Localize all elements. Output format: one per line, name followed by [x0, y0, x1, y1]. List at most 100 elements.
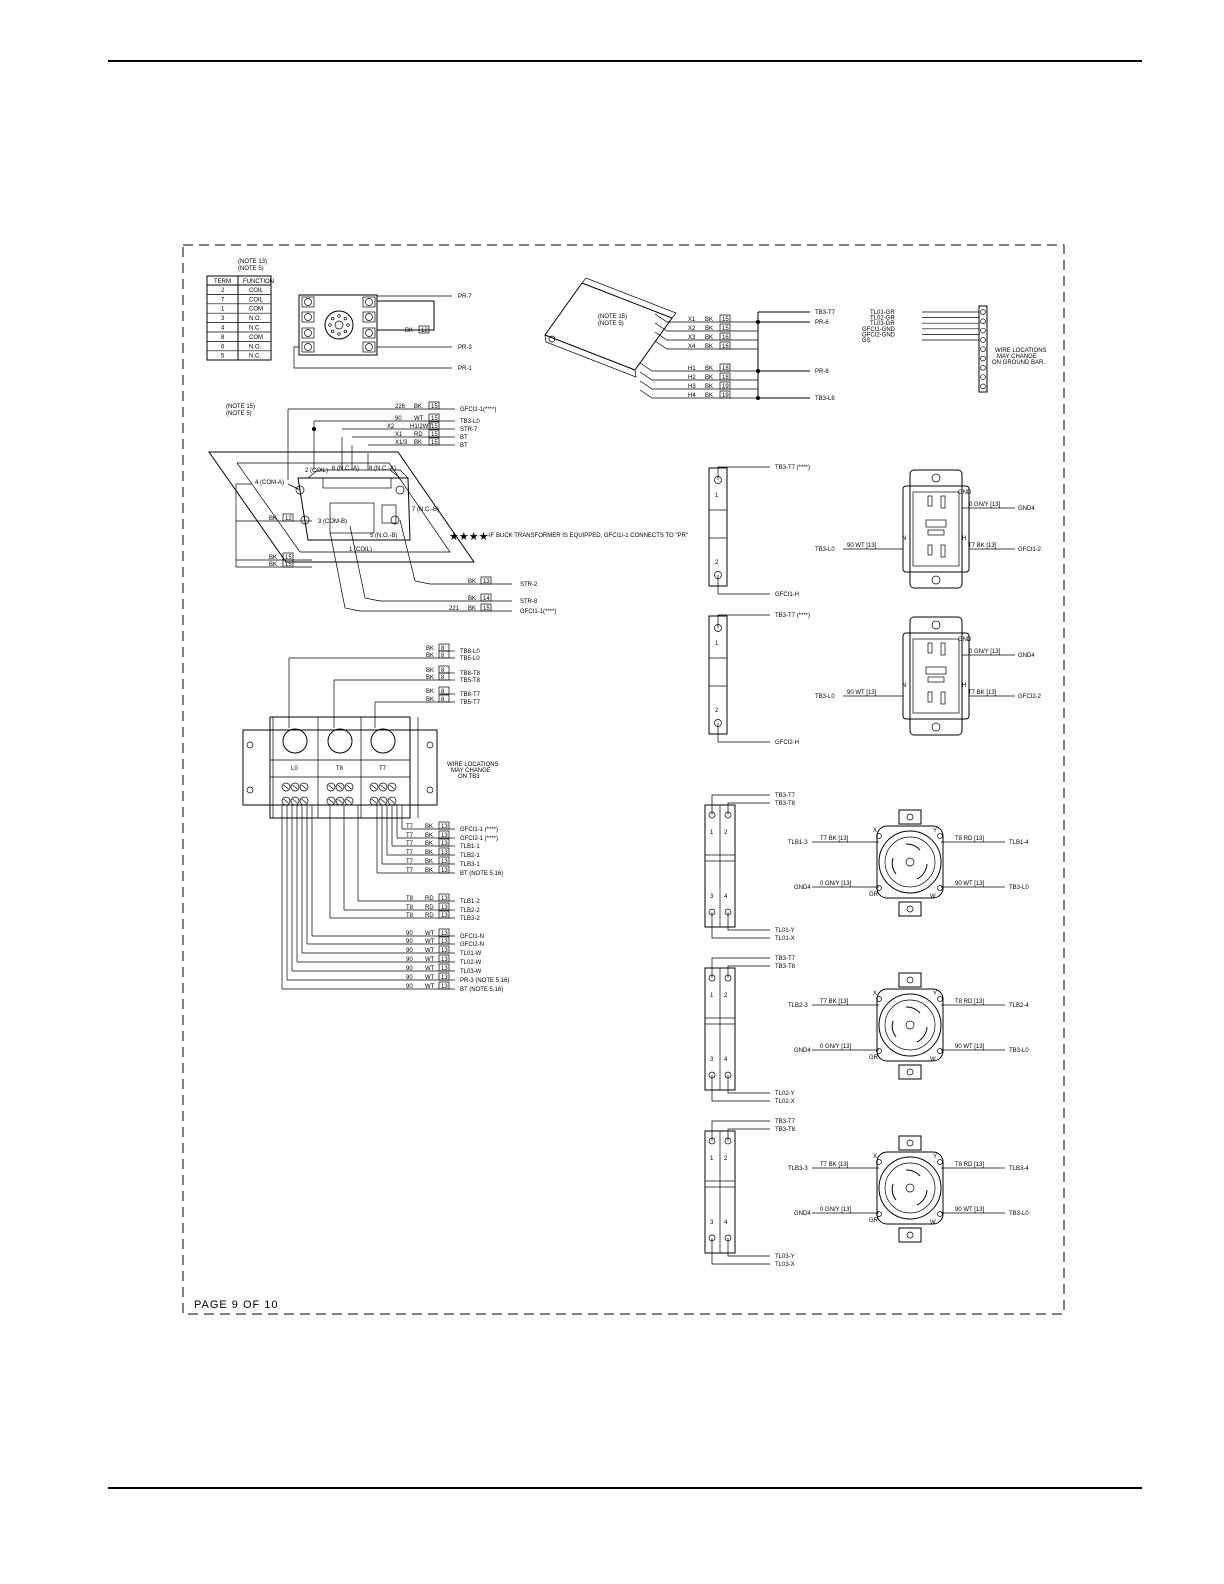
tb-wire-dest: GFCI2-N	[460, 942, 484, 948]
wire-tag: 19	[722, 384, 729, 390]
transformer-terminal: X3	[688, 335, 696, 341]
transformer-dest-tb3t7: TB3-T7	[815, 310, 836, 316]
wire-tag: 15	[285, 562, 292, 568]
tb-wire-number: 90	[406, 966, 413, 972]
tb-note-1: WIRE LOCATIONS	[447, 762, 499, 768]
transformer-wire-color: BK	[705, 375, 713, 381]
wire-tag: 8	[441, 697, 445, 703]
transformer-note-2: (NOTE 5)	[598, 321, 624, 327]
transformer-wire-color: BK	[705, 326, 713, 332]
tb-wire-dest: TL03-W	[460, 969, 482, 975]
tb-lug-label: T7	[379, 766, 387, 772]
relay-wire-color: BK	[468, 606, 476, 612]
transformer-wire-color: BK	[705, 384, 713, 390]
transformer-dest-pr8: PR-8	[815, 369, 829, 375]
relay-wire-color: BK	[414, 440, 422, 446]
tb-wire-number: T8	[406, 896, 414, 902]
wire-tag: 13	[441, 948, 448, 954]
breaker-pole: 4	[724, 894, 728, 900]
twistlock-right-dest: TLB1-4	[1009, 840, 1029, 846]
ground-bar-label: GS	[862, 338, 871, 344]
tb-wire-color: BK	[426, 675, 434, 681]
tb-wire-number: T8	[406, 905, 414, 911]
relay-base: PR-7 PR-3 PR-1 BK 12	[293, 294, 472, 372]
breaker-top-label: TB3-T7	[775, 793, 796, 799]
table-cell-term: 6	[221, 344, 225, 350]
tb-wire-dest: TB8-T8	[460, 671, 481, 677]
gfci-gnd-wire: 0 GN/Y [13]	[969, 649, 1001, 655]
gfci-left-wire: 90 WT [13]	[847, 690, 877, 696]
transformer-terminal: X1	[688, 317, 696, 323]
twistlock-y-label: Y	[933, 1154, 937, 1160]
relay-wire-number: X2	[387, 424, 395, 430]
twistlock-neutral-dest: TB3-L0	[1009, 1048, 1029, 1054]
tb-wire-dest: GFCI1-N	[460, 934, 484, 940]
ground-bar-label: TL03-GR	[870, 321, 895, 327]
tb-wire-dest: TL01-W	[460, 951, 482, 957]
breaker-top-label: TB3-T7	[775, 956, 796, 962]
transformer-terminal: H1	[688, 366, 696, 372]
tb-wire-number: 90	[406, 931, 413, 937]
breaker-pole: 2	[715, 708, 719, 714]
wire-tag: 15	[431, 404, 438, 410]
relay-wire-color: BK	[414, 404, 422, 410]
relay-terminal-label: 7 (N.C.-B)	[412, 507, 439, 513]
relay-wire-dest: STR-8	[520, 599, 538, 605]
wire-tag: 15	[431, 416, 438, 422]
wire-tag: 8	[441, 675, 445, 681]
relay-terminal-label: 8 (N.C.-A)	[369, 466, 396, 472]
tb-wire-number: T7	[406, 833, 414, 839]
table-cell-function: COM	[249, 335, 263, 341]
bottom-rule	[108, 1487, 1142, 1489]
wire-tag: 18	[722, 366, 729, 372]
twistlock-neutral-wire: 90 WT [13]	[955, 1044, 985, 1050]
wire-tag: 13	[483, 579, 490, 585]
tb-wire-dest: TLB3-2	[460, 916, 480, 922]
breaker-pole: 1	[710, 1156, 714, 1162]
relay-wire-dest: GFCI2-1(****)	[460, 407, 496, 413]
tb-wire-dest: TLB1-2	[460, 899, 480, 905]
gfci-gnd-dest: GND4	[1018, 653, 1035, 659]
breaker-bottom-label: TL03-X	[775, 1262, 795, 1268]
table-cell-function: COIL	[249, 288, 264, 294]
breaker-pole: 3	[710, 894, 714, 900]
gfci-gnd-label: GND	[958, 490, 972, 496]
wire-tag: 13	[441, 850, 448, 856]
wire-tag: 15	[483, 606, 490, 612]
tb-wire-number: T7	[406, 841, 414, 847]
table-cell-function: N.C.	[249, 354, 261, 360]
transformer-dest-tb3l6: TB3-L6	[815, 396, 835, 402]
twistlock-gr-label: GR	[869, 892, 879, 898]
wire-tag: 13	[441, 824, 448, 830]
twistlock-left-src: TLB3-3	[788, 1166, 808, 1172]
relay-side-wire-color: BK	[269, 555, 277, 561]
breaker-bottom-label: TL02-X	[775, 1099, 795, 1105]
twistlock-ground-wire: 0 GN/Y [13]	[820, 1044, 852, 1050]
breaker-top-label: TB3-T8	[775, 801, 796, 807]
relay-terminal-label: 4 (COM-A)	[255, 480, 284, 486]
tb-wire-dest: TB8-T7	[460, 692, 481, 698]
wire-tag: 18	[722, 375, 729, 381]
twistlock-ground-wire: 0 GN/Y [13]	[820, 881, 852, 887]
wire-tag: 8	[441, 646, 445, 652]
table-cell-function: COM	[249, 307, 263, 313]
table-cell-function: N.C.	[249, 326, 261, 332]
relay-wire-color: WT	[414, 416, 424, 422]
breaker-pole: 1	[715, 641, 719, 647]
wire-tag: 12	[285, 516, 292, 522]
tb-wire-dest: TLB2-2	[460, 908, 480, 914]
breaker-pole: 1	[710, 993, 714, 999]
relay-wire-dest: BT	[460, 435, 468, 441]
breaker-pole: 2	[724, 1156, 728, 1162]
table-note-2: (NOTE 5)	[238, 266, 264, 272]
buck-note: -IF BUCK TRANSFORMER IS EQUIPPED, GFCI1/…	[487, 533, 688, 539]
wire-tag: 13	[441, 931, 448, 937]
transformer-terminal: X2	[688, 326, 696, 332]
wire-tag: 13	[441, 868, 448, 874]
transformer-terminal: H2	[688, 375, 696, 381]
gfci-left-wire: 90 WT [13]	[847, 543, 877, 549]
breaker-bottom-label: GFCI2-H	[775, 740, 799, 746]
tb-note-2: MAY CHANGE	[451, 768, 491, 774]
